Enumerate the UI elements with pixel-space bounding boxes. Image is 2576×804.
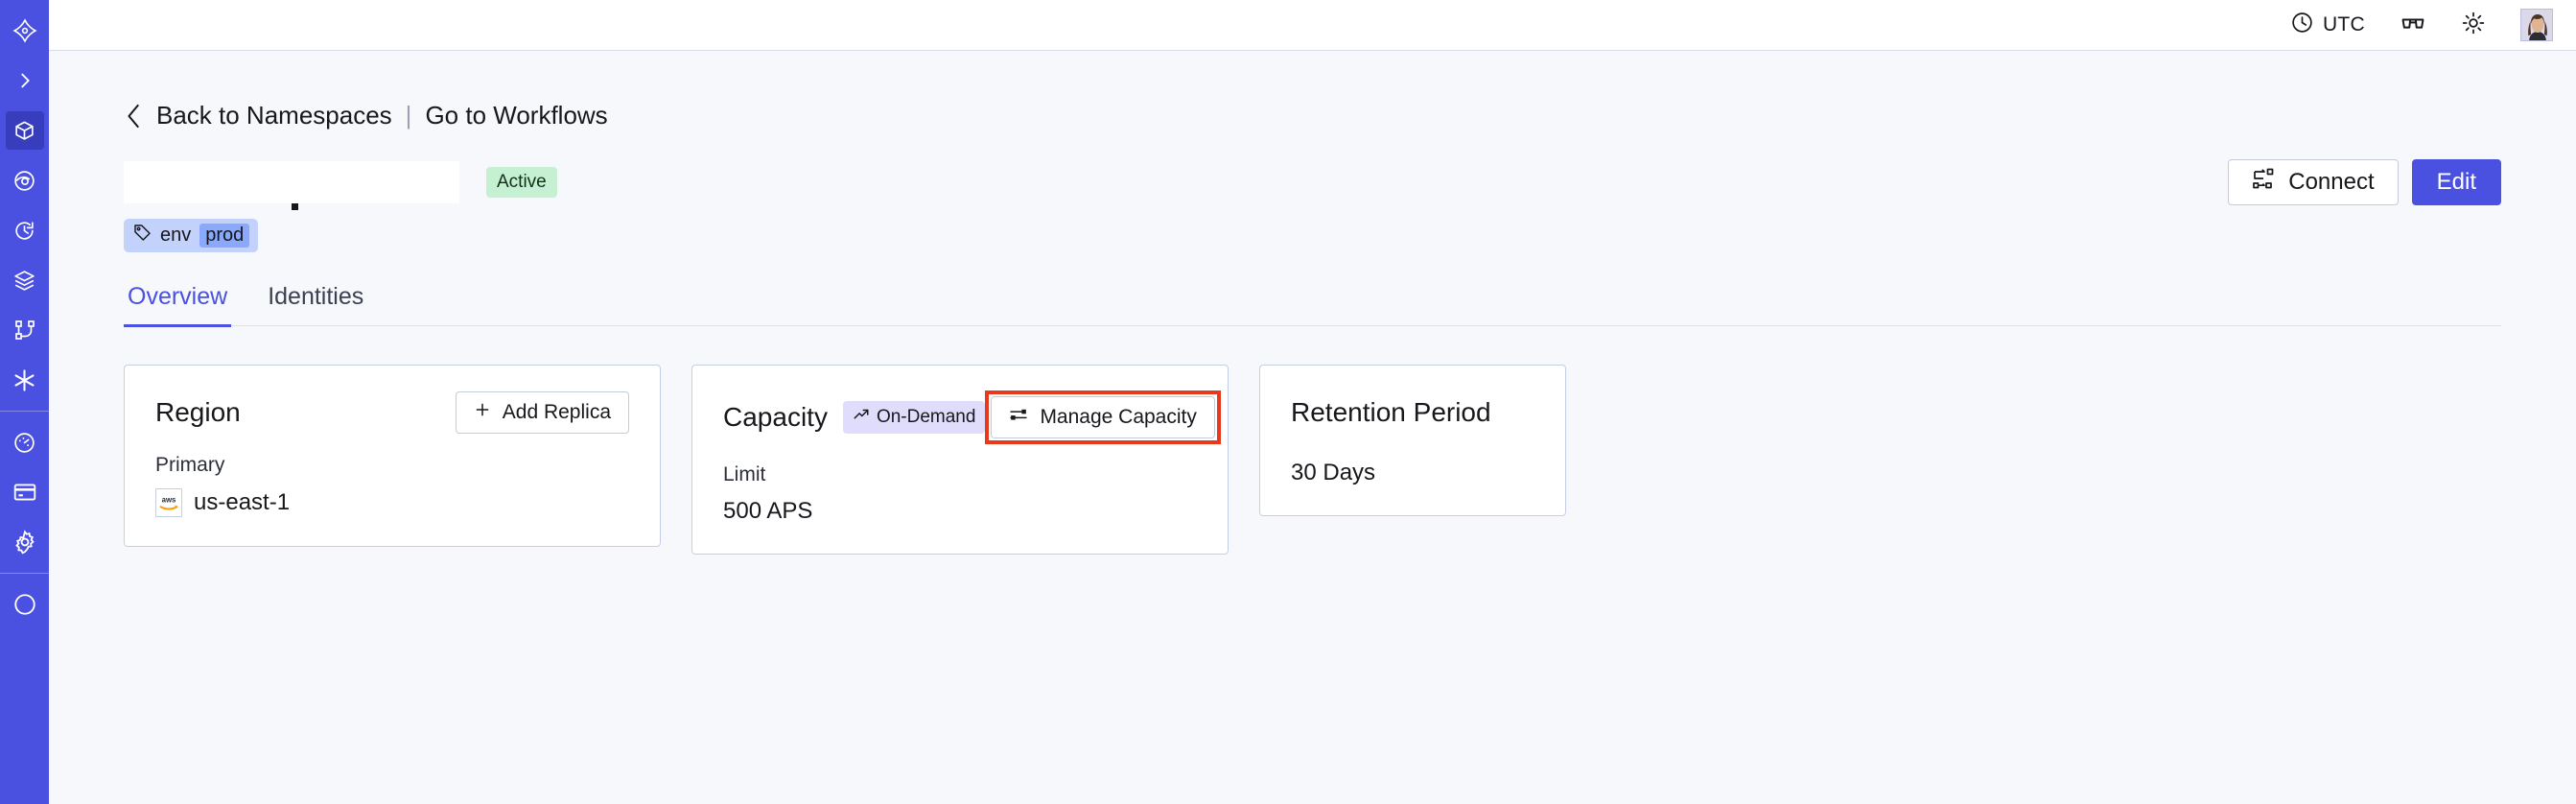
breadcrumb-separator: | <box>405 101 412 130</box>
eye-icon <box>12 169 36 193</box>
avatar[interactable] <box>2520 9 2553 41</box>
gear-icon <box>12 530 37 555</box>
capacity-card-title: Capacity <box>723 402 828 432</box>
region-card-action: Add Replica <box>455 391 629 434</box>
namespace-header-row: Active Connect Edit <box>124 155 2501 210</box>
aws-logo: aws <box>155 488 182 517</box>
sidebar-item-layers[interactable] <box>6 261 44 299</box>
sidebar-item-help[interactable] <box>6 585 44 624</box>
tag-key: env <box>160 225 192 246</box>
add-replica-label: Add Replica <box>502 401 611 423</box>
theme-toggle-button[interactable] <box>2461 11 2486 40</box>
region-value: us-east-1 <box>194 489 291 515</box>
page-title <box>124 161 459 210</box>
layers-icon <box>12 269 36 293</box>
glasses-icon <box>2400 10 2426 41</box>
sun-icon <box>2461 11 2486 40</box>
asterisk-icon <box>12 367 37 393</box>
capacity-mode-badge: On-Demand <box>842 401 986 434</box>
tab-bar: Overview Identities <box>124 283 2501 327</box>
tab-overview[interactable]: Overview <box>124 283 232 327</box>
capacity-sublabel: Limit <box>723 463 766 485</box>
sidebar-item-usage[interactable] <box>6 423 44 461</box>
svg-text:aws: aws <box>162 495 176 504</box>
capacity-card-action: Manage Capacity <box>985 390 1221 444</box>
manage-capacity-highlight: Manage Capacity <box>985 390 1221 444</box>
chevron-right-icon <box>14 70 35 91</box>
user-avatar <box>2521 10 2552 40</box>
breadcrumb-back-link[interactable]: Back to Namespaces <box>156 101 392 130</box>
docs-button[interactable] <box>2400 10 2426 41</box>
tag-row: env prod <box>124 219 2501 252</box>
sliders-icon <box>1009 405 1028 430</box>
credit-card-icon <box>12 480 37 505</box>
retention-value: 30 Days <box>1291 460 1376 485</box>
region-card-title: Region <box>155 397 241 427</box>
status-badge: Active <box>486 167 557 198</box>
connect-button-label: Connect <box>2288 169 2375 195</box>
retention-card-header: Retention Period <box>1291 390 1534 435</box>
connect-button[interactable]: Connect <box>2228 159 2399 205</box>
sidebar-item-namespaces[interactable] <box>5 111 44 150</box>
capacity-card-header: Capacity On-Demand <box>723 390 1221 444</box>
region-sublabel: Primary <box>155 454 225 476</box>
breadcrumb-workflows-link[interactable]: Go to Workflows <box>425 101 608 130</box>
header-actions: Connect Edit <box>2228 159 2501 205</box>
sidebar-item-schedules[interactable] <box>6 211 44 249</box>
tag-value: prod <box>199 224 250 248</box>
timezone-selector[interactable]: UTC <box>2290 11 2365 39</box>
manage-capacity-label: Manage Capacity <box>1040 406 1197 428</box>
top-bar: UTC <box>49 0 2576 51</box>
namespace-tag[interactable]: env prod <box>124 219 259 252</box>
timezone-label: UTC <box>2322 13 2365 35</box>
add-replica-button[interactable]: Add Replica <box>455 391 629 434</box>
tag-icon <box>133 224 152 248</box>
content-area: Back to Namespaces | Go to Workflows Act… <box>49 51 2576 804</box>
edit-button[interactable]: Edit <box>2411 159 2501 205</box>
retention-card-title: Retention Period <box>1291 397 1491 427</box>
tab-identities[interactable]: Identities <box>268 283 364 310</box>
sidebar-item-observability[interactable] <box>6 161 44 200</box>
connect-icon <box>2252 168 2275 198</box>
cube-icon <box>12 119 36 143</box>
sidebar-item-logo[interactable] <box>6 12 44 50</box>
gauge-icon <box>12 431 36 455</box>
temporal-logo-icon <box>12 18 37 43</box>
sidebar-item-billing[interactable] <box>6 473 44 511</box>
breadcrumb: Back to Namespaces | Go to Workflows <box>124 101 2501 130</box>
capacity-mode-label: On-Demand <box>876 407 976 427</box>
capacity-card: Capacity On-Demand <box>691 365 1229 555</box>
sidebar-item-settings[interactable] <box>6 523 44 561</box>
region-value-row: aws us-east-1 <box>155 488 629 517</box>
sidebar-item-nexus[interactable] <box>6 361 44 399</box>
sidebar-divider-1 <box>0 411 49 412</box>
clock-icon <box>2290 11 2314 39</box>
sidebar-divider-2 <box>0 573 49 574</box>
plus-icon <box>474 401 491 424</box>
capacity-value: 500 APS <box>723 498 813 524</box>
retention-card: Retention Period 30 Days <box>1259 365 1566 516</box>
chevron-left-icon[interactable] <box>124 102 145 130</box>
help-circle-icon <box>12 592 37 617</box>
overview-cards: Region Add Replica Primary <box>124 365 2501 555</box>
region-card-header: Region Add Replica <box>155 390 629 435</box>
trending-up-icon <box>853 406 870 429</box>
region-card: Region Add Replica Primary <box>124 365 661 547</box>
left-nav-rail <box>0 0 49 804</box>
sidebar-item-workflows[interactable] <box>6 311 44 349</box>
sidebar-item-expand[interactable] <box>6 61 44 100</box>
sitemap-icon <box>13 319 36 342</box>
clock-arrow-icon <box>12 219 36 243</box>
main-region: UTC <box>49 0 2576 804</box>
manage-capacity-button[interactable]: Manage Capacity <box>991 396 1215 438</box>
